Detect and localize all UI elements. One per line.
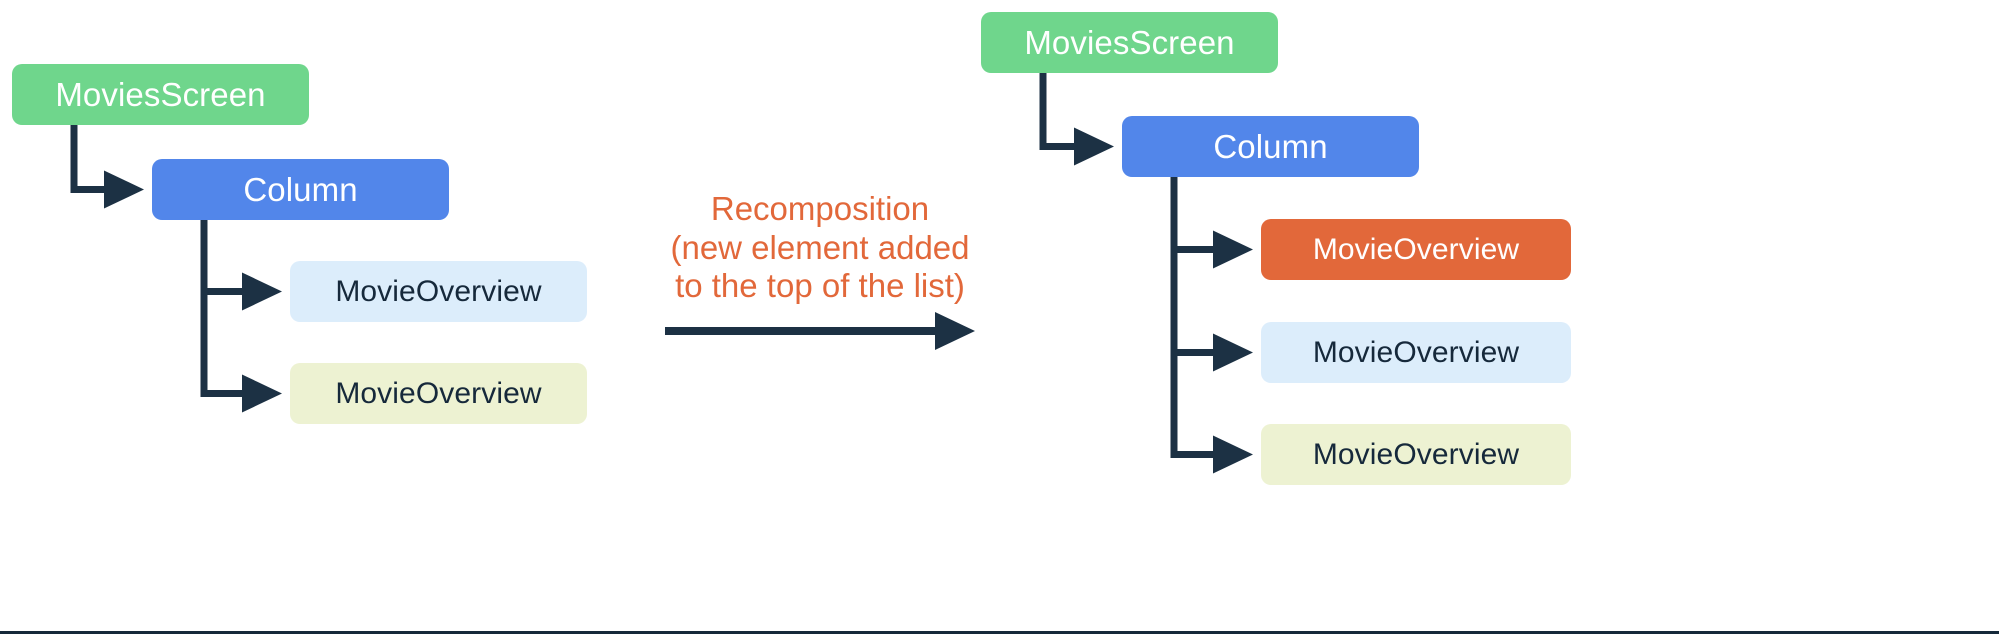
annotation-line-2: (new element added [670,228,970,266]
node-label: MovieOverview [1312,335,1520,369]
annotation-line-3: to the top of the list) [675,267,965,305]
node-movies-screen[interactable]: MoviesScreen [12,64,309,125]
right-edge-column-to-overview-2-head [1213,435,1253,474]
node-movies-screen[interactable]: MoviesScreen [981,12,1278,73]
node-label: MovieOverview [1312,437,1520,471]
annotation-line-1: Recomposition [710,190,930,227]
right-edge-column-to-overview-new-head [1213,230,1253,269]
node-label: Column [1213,127,1328,165]
node-label: MoviesScreen [55,75,266,113]
bottom-divider [0,631,1999,634]
left-edge-moviesscreen-to-column-head [104,170,144,209]
right-edge-column-to-overview-1-head [1213,333,1253,372]
node-label: MoviesScreen [1024,23,1235,61]
node-movie-overview-1[interactable]: MovieOverview [1261,322,1571,383]
right-edge-moviesscreen-to-column-head [1074,127,1114,166]
node-label: MovieOverview [335,376,542,410]
node-column[interactable]: Column [1122,116,1419,177]
node-movie-overview-2[interactable]: MovieOverview [290,363,587,424]
recomposition-arrow-head [935,312,975,350]
node-movie-overview-2[interactable]: MovieOverview [1261,424,1571,485]
left-edge-column-to-overview-1-head [242,272,282,311]
left-edge-column-to-overview-2-head [242,374,282,413]
